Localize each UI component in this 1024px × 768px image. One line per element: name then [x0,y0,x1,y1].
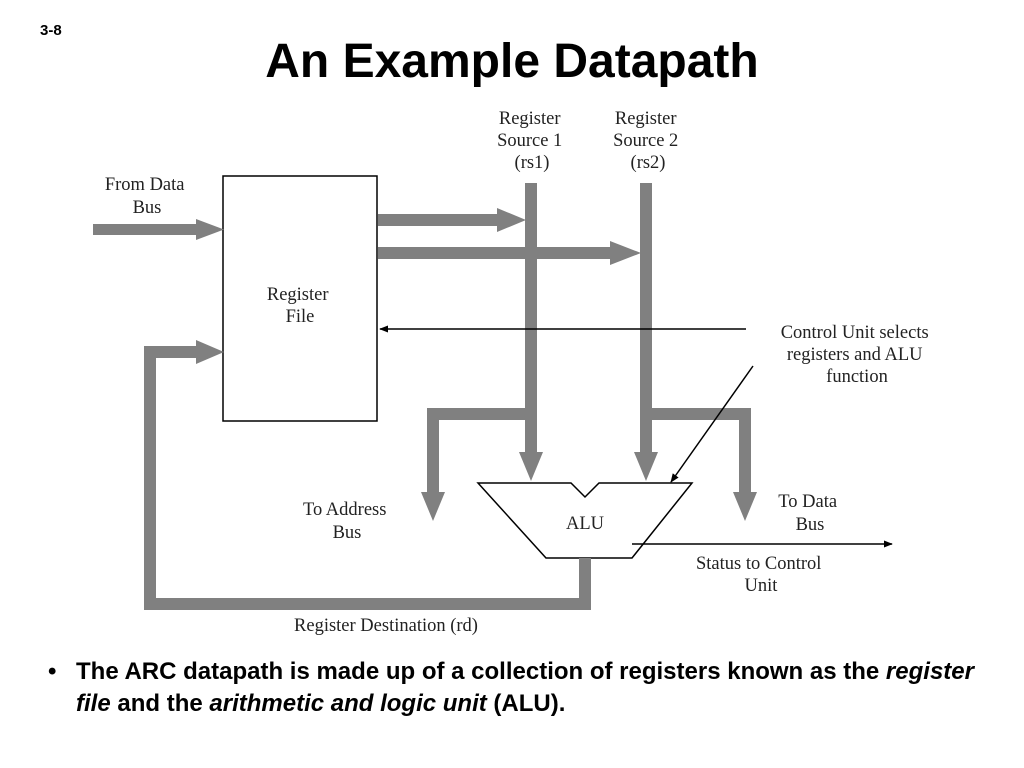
to-address-bus-label: To Address Bus [303,500,391,543]
from-data-bus-arrow [93,219,224,240]
to-data-bus-arrow [651,408,757,521]
bullet-text: The ARC datapath is made up of a collect… [76,658,974,717]
alu-label: ALU [566,514,604,534]
control-to-alu-line [670,365,754,483]
regfile-to-rs2-bus [378,241,641,265]
register-file-box [222,175,378,422]
bullet-list: • The ARC datapath is made up of a colle… [48,656,998,720]
to-address-bus-arrow [421,408,526,521]
register-destination-bus [144,340,591,610]
control-unit-note: Control Unit selects registers and ALU f… [781,323,934,387]
bullet-dot: • [48,658,57,685]
slide-title: An Example Datapath [265,35,759,88]
rs1-bus [519,183,543,481]
from-data-bus-label: From Data Bus [105,175,189,218]
register-file-label: Register File [267,285,333,327]
rs1-label: Register Source 1 (rs1) [497,109,567,173]
term-register-file: register file [76,658,974,717]
datapath-diagram: Register File From Data Bus Register Sou… [93,109,934,636]
rs2-bus [634,183,658,481]
to-data-bus-label: To Data Bus [778,492,841,535]
register-destination-label: Register Destination (rd) [294,616,478,636]
status-to-control-label: Status to Control Unit [696,554,826,596]
regfile-to-rs1-bus [378,208,526,232]
alu-shape [476,482,694,559]
slide-number: 3-8 [40,22,62,39]
term-alu: arithmetic and logic unit [209,690,487,717]
rs2-label: Register Source 2 (rs2) [613,109,683,173]
